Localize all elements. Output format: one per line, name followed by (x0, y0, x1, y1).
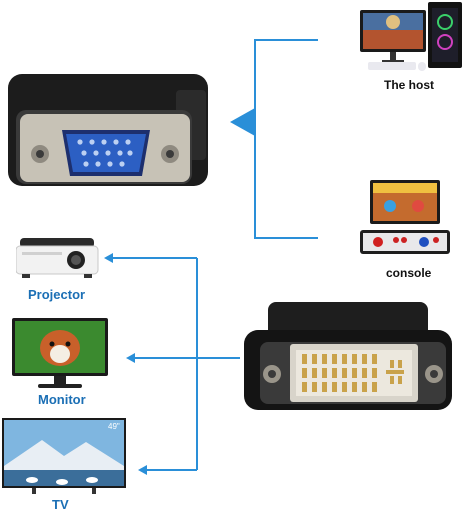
host-pc-image (360, 2, 462, 71)
tv-size-badge: 49" (108, 422, 120, 431)
console-label: console (386, 266, 432, 280)
monitor-image (12, 318, 108, 388)
dvi-adapter (244, 302, 452, 410)
vga-adapter (8, 74, 208, 186)
console-image (360, 180, 450, 254)
tv-label: TV (52, 497, 69, 512)
projector-image (16, 238, 99, 278)
monitor-label: Monitor (38, 392, 86, 407)
tv-image (2, 418, 126, 494)
projector-label: Projector (28, 287, 86, 302)
host-label: The host (384, 78, 434, 92)
